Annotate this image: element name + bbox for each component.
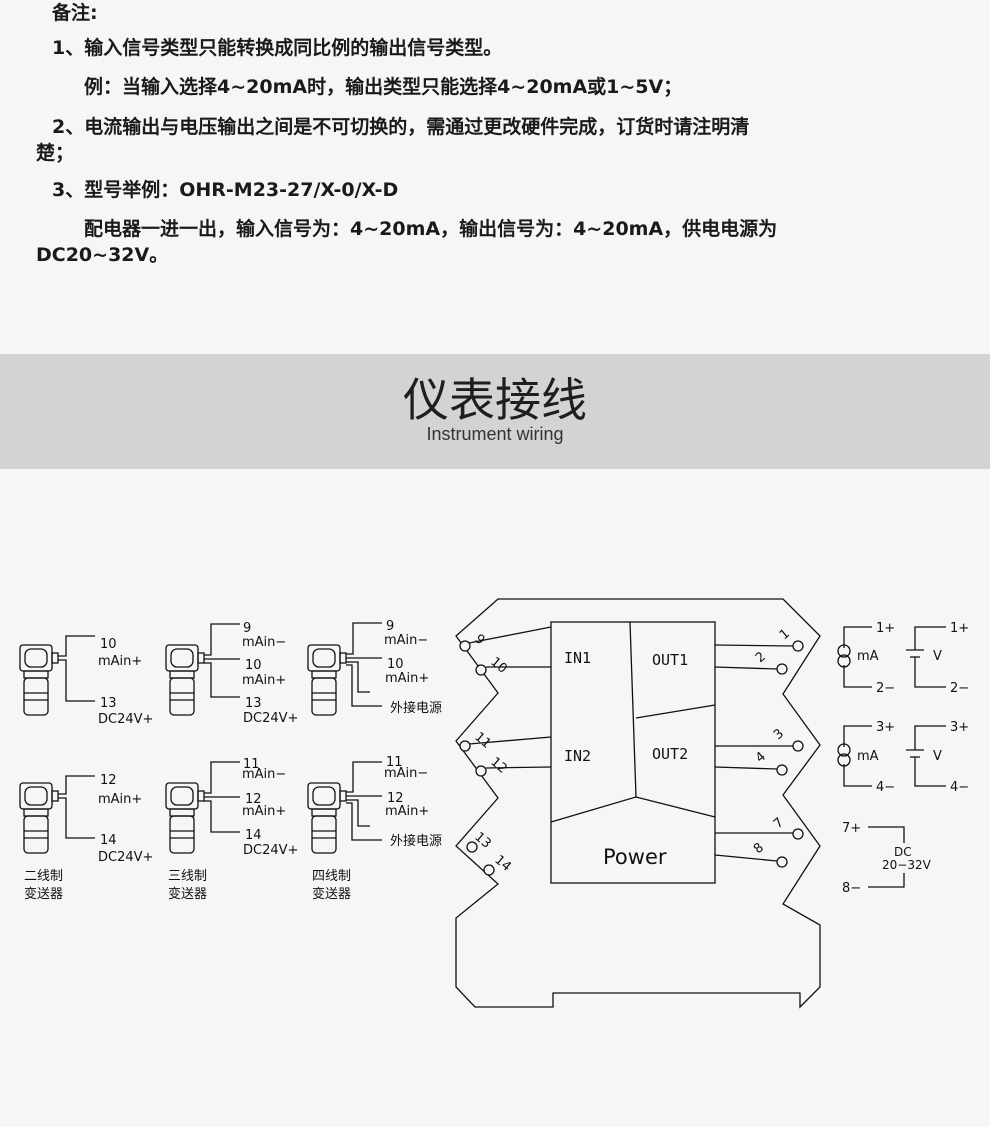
terminal-14: 14 bbox=[491, 853, 513, 875]
module-divider-v bbox=[629, 621, 637, 798]
out1-mA-label: mA bbox=[857, 649, 879, 664]
note-3-example-line1: 配电器一进一出，输入信号为：4~20mA，输出信号为：4~20mA，供电电源为 bbox=[84, 218, 778, 240]
tx-3w-b-mAin-minus: mAin− bbox=[242, 767, 286, 782]
label-power: Power bbox=[603, 845, 667, 869]
label-in2: IN2 bbox=[564, 747, 591, 765]
tx-3w-a-mAin-plus: mAin+ bbox=[242, 673, 286, 688]
note-2-line1: 2、电流输出与电压输出之间是不可切换的，需通过更改硬件完成，订货时请注明清 bbox=[52, 116, 750, 138]
out1-V-label: V bbox=[933, 649, 942, 664]
tx-3w-b-terminal-11: 11 bbox=[243, 757, 260, 772]
tx-4w-a-ext-power: 外接电源 bbox=[390, 700, 442, 716]
label-in1: IN1 bbox=[564, 649, 591, 667]
transmitter-icon-3w-a bbox=[165, 644, 205, 716]
left-terminal-wires bbox=[459, 626, 552, 876]
out2-V-plus: 3+ bbox=[950, 720, 969, 735]
transmitter-icons bbox=[19, 644, 347, 854]
label-three-wire-1: 三线制 bbox=[168, 869, 207, 884]
tx-2w-a-mAin-plus: mAin+ bbox=[98, 654, 142, 669]
tx-3w-b-terminal-14: 14 bbox=[245, 828, 262, 843]
power-7-plus: 7+ bbox=[842, 821, 861, 836]
tx-2w-a-dc24v: DC24V+ bbox=[98, 712, 153, 727]
tx-2w-b-mAin-plus: mAin+ bbox=[98, 792, 142, 807]
transmitter-icon-4w-a bbox=[307, 644, 347, 716]
label-three-wire-2: 变送器 bbox=[168, 886, 207, 902]
terminal-11: 11 bbox=[471, 730, 493, 752]
tx-4w-a-mAin-minus: mAin− bbox=[384, 633, 428, 648]
power-8-minus: 8− bbox=[842, 881, 861, 896]
tx-3w-a-mAin-minus: mAin− bbox=[242, 635, 286, 650]
right-terminal-wires bbox=[714, 640, 804, 868]
transmitter-icon-2w-b bbox=[19, 782, 59, 854]
terminal-1: 1 bbox=[777, 626, 793, 643]
terminal-10: 10 bbox=[487, 655, 509, 677]
module-outline bbox=[455, 598, 821, 1009]
terminal-3: 3 bbox=[771, 726, 787, 743]
section-title: 仪表接线 bbox=[403, 373, 587, 427]
module-inner-block bbox=[550, 621, 716, 884]
tx-4w-b-terminal-11: 11 bbox=[386, 755, 403, 770]
transmitter-icon-4w-b bbox=[307, 782, 347, 854]
out1-V-plus: 1+ bbox=[950, 621, 969, 636]
tx-2w-a-terminal-10: 10 bbox=[100, 637, 117, 652]
tx-4w-b-mAin-plus: mAin+ bbox=[385, 804, 429, 819]
out1-mA-minus: 2− bbox=[876, 681, 895, 696]
power-dc-label: DC bbox=[894, 845, 912, 859]
out2-V-label: V bbox=[933, 749, 942, 764]
tx-3w-b-terminal-12: 12 bbox=[245, 792, 262, 807]
tx-4w-b-terminal-12: 12 bbox=[387, 791, 404, 806]
transmitter-wires bbox=[58, 622, 382, 841]
terminal-7: 7 bbox=[771, 815, 787, 832]
output-symbols bbox=[837, 626, 946, 888]
tx-4w-a-terminal-9: 9 bbox=[386, 619, 394, 634]
out2-mA-label: mA bbox=[857, 749, 879, 764]
note-1: 1、输入信号类型只能转换成同比例的输出信号类型。 bbox=[52, 37, 503, 59]
out2-V-minus: 4− bbox=[950, 780, 969, 795]
note-2-line2: 楚； bbox=[36, 142, 75, 164]
tx-2w-b-dc24v: DC24V+ bbox=[98, 850, 153, 865]
out2-mA-plus: 3+ bbox=[876, 720, 895, 735]
power-dc-range: 20−32V bbox=[882, 858, 932, 872]
module-divider-power-r bbox=[635, 796, 716, 818]
tx-2w-b-terminal-12: 12 bbox=[100, 773, 117, 788]
tx-4w-b-ext-power: 外接电源 bbox=[390, 833, 442, 849]
terminal-12: 12 bbox=[487, 755, 509, 777]
tx-4w-a-terminal-10: 10 bbox=[387, 657, 404, 672]
tx-3w-b-mAin-plus: mAin+ bbox=[242, 804, 286, 819]
note-3-example-line2: DC20~32V。 bbox=[36, 244, 169, 266]
terminal-8: 8 bbox=[751, 840, 767, 857]
label-four-wire-2: 变送器 bbox=[312, 886, 351, 902]
tx-3w-a-terminal-13: 13 bbox=[245, 696, 262, 711]
module-divider-out bbox=[635, 704, 716, 719]
tx-4w-b-mAin-minus: mAin− bbox=[384, 766, 428, 781]
section-subtitle: Instrument wiring bbox=[426, 424, 564, 444]
tx-3w-a-terminal-10: 10 bbox=[245, 658, 262, 673]
out1-mA-plus: 1+ bbox=[876, 621, 895, 636]
note-3: 3、型号举例：OHR-M23-27/X-0/X-D bbox=[52, 179, 399, 201]
label-out1: OUT1 bbox=[652, 651, 688, 669]
note-1-example: 例：当输入选择4~20mA时，输出类型只能选择4~20mA或1~5V； bbox=[84, 76, 683, 98]
tx-4w-a-mAin-plus: mAin+ bbox=[385, 671, 429, 686]
transmitter-icon-2w-a bbox=[19, 644, 59, 716]
label-two-wire-2: 变送器 bbox=[24, 886, 63, 902]
label-two-wire-1: 二线制 bbox=[24, 869, 63, 884]
notes-heading: 备注: bbox=[52, 2, 98, 24]
out1-V-minus: 2− bbox=[950, 681, 969, 696]
tx-3w-a-dc24v: DC24V+ bbox=[243, 711, 298, 726]
tx-2w-b-terminal-14: 14 bbox=[100, 833, 117, 848]
tx-2w-a-terminal-13: 13 bbox=[100, 696, 117, 711]
out2-mA-minus: 4− bbox=[876, 780, 895, 795]
label-out2: OUT2 bbox=[652, 745, 688, 763]
label-four-wire-1: 四线制 bbox=[312, 869, 351, 884]
section-banner: 仪表接线 Instrument wiring bbox=[0, 354, 990, 469]
terminal-4: 4 bbox=[753, 749, 769, 766]
module-divider-power-l bbox=[550, 796, 637, 823]
tx-3w-b-dc24v: DC24V+ bbox=[243, 843, 298, 858]
terminal-2: 2 bbox=[753, 649, 769, 666]
transmitter-icon-3w-b bbox=[165, 782, 205, 854]
tx-3w-a-terminal-9: 9 bbox=[243, 621, 251, 636]
